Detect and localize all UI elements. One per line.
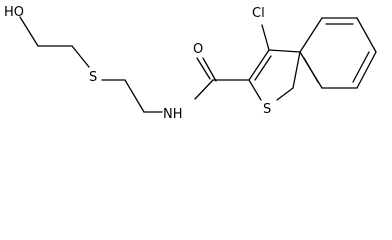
bond-o-c1	[19, 16, 39, 47]
bond-c3-c4	[124, 79, 145, 113]
bond-n-carbonyl	[194, 79, 214, 100]
bond-c7a-inner	[303, 57, 319, 83]
benzene-ring-bonds	[292, 17, 377, 89]
chlorine-label: Cl	[252, 6, 265, 21]
bond-c6-c7-inner	[352, 51, 370, 83]
bond-c2-s1	[248, 79, 262, 101]
thiophene-ring-bonds	[248, 24, 301, 101]
bond-c3a-c4	[299, 17, 323, 53]
bond-carbonyl-o-1	[196, 57, 211, 80]
chemical-structure: HO S NH O Cl S	[4, 5, 377, 122]
bond-c2-c3	[248, 49, 270, 81]
hydroxyl-label: HO	[4, 5, 24, 20]
bond-c3-c3a	[268, 49, 301, 53]
carbonyl-oxygen-label: O	[193, 42, 203, 57]
side-chain-bonds	[19, 16, 163, 113]
bond-carbonyl-o-2	[202, 57, 217, 82]
ring-sulfur-label: S	[263, 102, 271, 117]
bond-s1-c7a	[276, 87, 294, 101]
bond-c3a-c7a	[292, 51, 301, 89]
bond-c2-s	[71, 45, 90, 68]
thioether-sulfur-label: S	[89, 70, 97, 85]
bond-c3-cl	[261, 24, 270, 51]
bond-c5-c6	[356, 17, 377, 53]
amide-bonds	[194, 57, 250, 100]
bond-c2-c3-inner	[254, 55, 272, 81]
amide-nitrogen-label: NH	[163, 107, 183, 122]
bond-c6-c7	[356, 51, 377, 89]
